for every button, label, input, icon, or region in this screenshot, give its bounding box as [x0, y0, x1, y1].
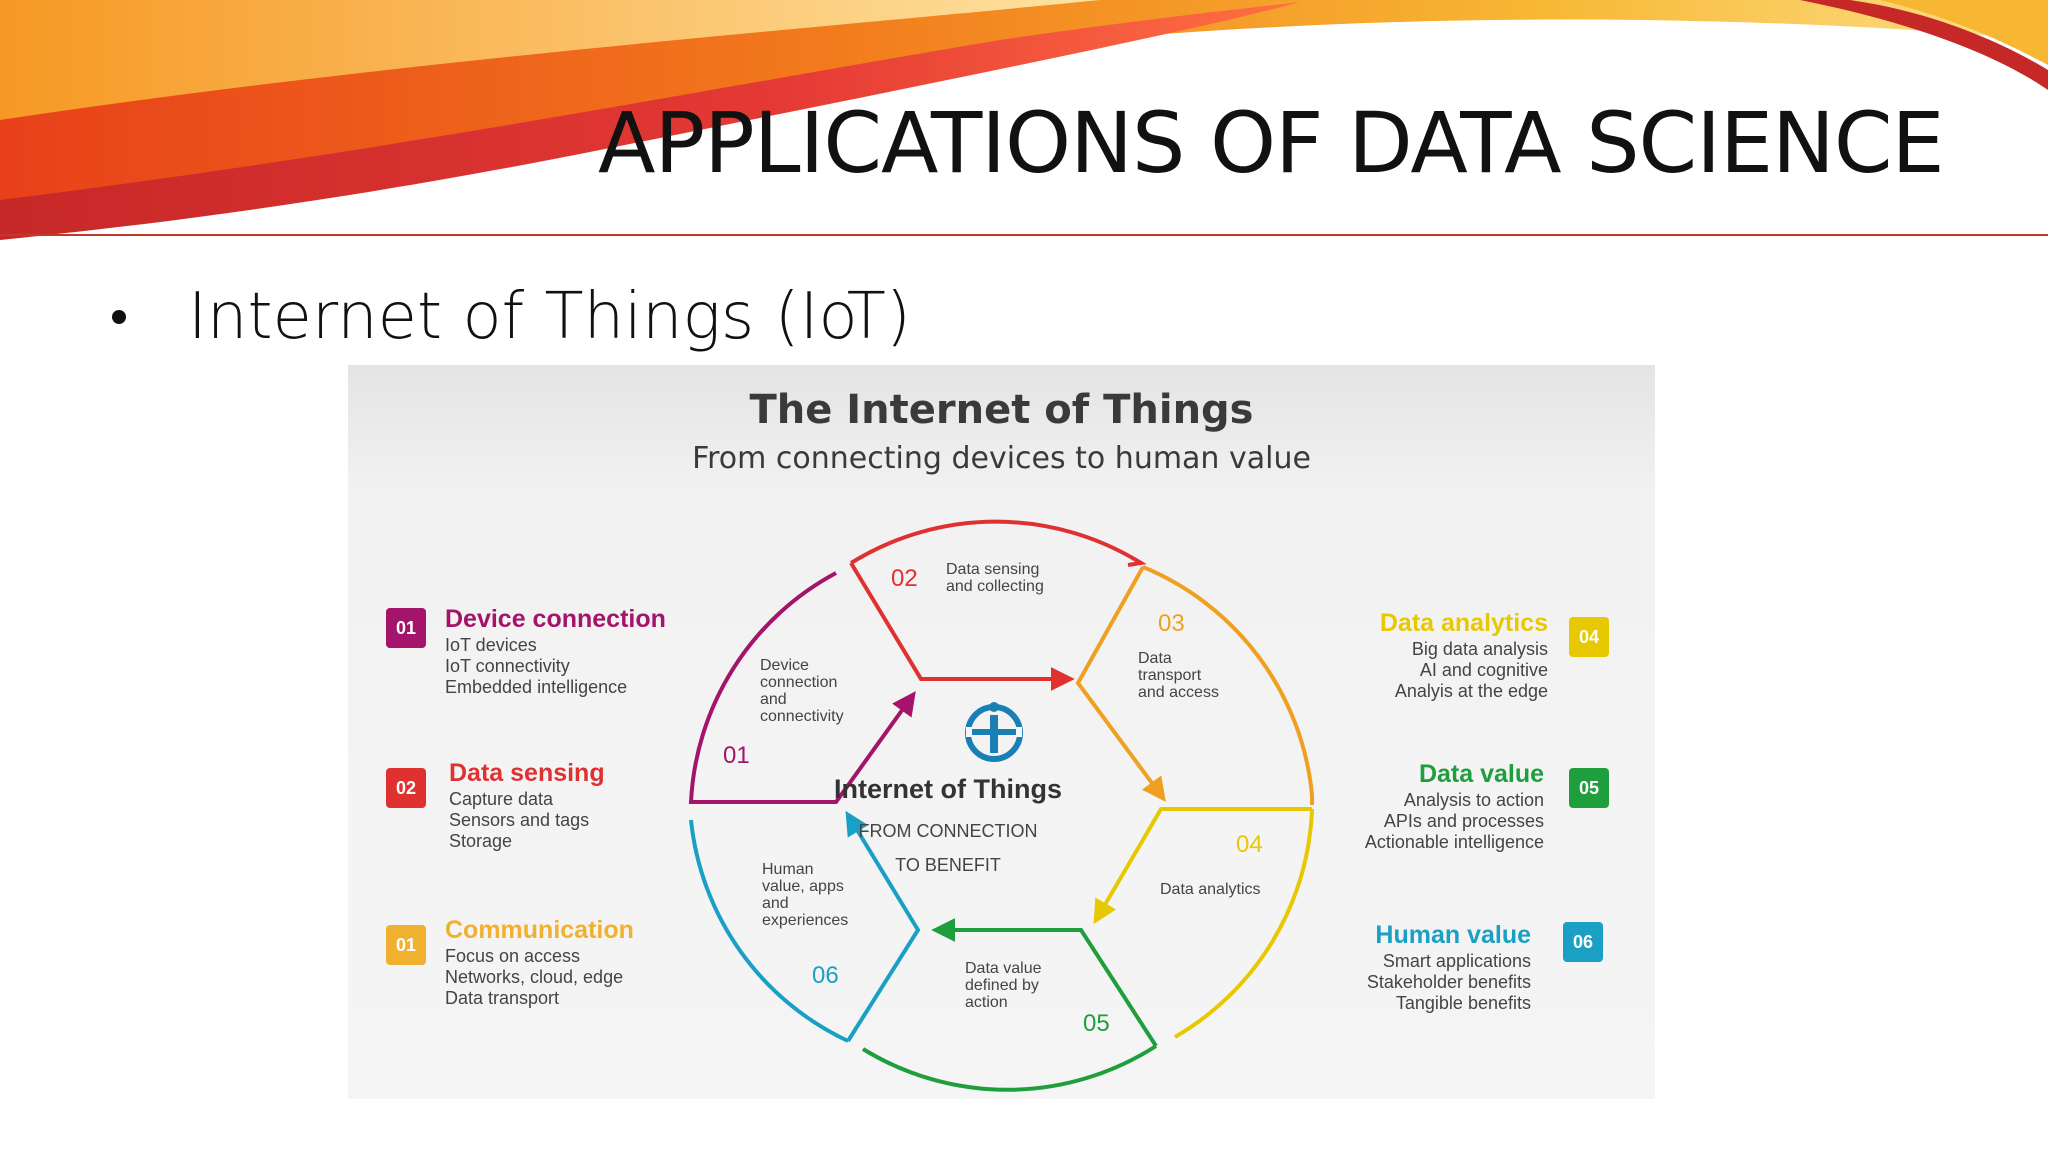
wheel-number: 05: [1083, 1010, 1110, 1037]
wheel-text: Device connection and connectivity: [760, 657, 844, 725]
item-line: Big data analysis: [1411, 639, 1548, 659]
item-line: Actionable intelligence: [1364, 832, 1544, 852]
wheel-text-line: action: [965, 994, 1008, 1011]
item-title: Human value: [1375, 921, 1531, 949]
wheel-text: Data value defined by action: [965, 960, 1042, 1011]
item-line: IoT connectivity: [445, 656, 570, 676]
item-title: Data analytics: [1379, 609, 1548, 637]
wheel-text-line: and collecting: [946, 578, 1044, 595]
item-line: Storage: [449, 831, 513, 851]
badge: 04: [1569, 617, 1609, 657]
wheel-segment-02: [849, 519, 1147, 567]
wheel-text-line: Data: [1138, 650, 1172, 667]
wheel-text-line: defined by: [965, 977, 1039, 994]
item-line: Smart applications: [1382, 951, 1531, 971]
center-line-2: TO BENEFIT: [895, 855, 1001, 875]
wheel-number: 04: [1236, 831, 1263, 858]
item-line: IoT devices: [445, 635, 537, 655]
diagram-subtitle: From connecting devices to human value: [692, 441, 1311, 476]
wheel-text-line: experiences: [762, 912, 849, 929]
wheel-segment-01: [688, 571, 916, 804]
wheel-segment-06: [689, 819, 849, 1043]
wheel-segment-05-inner: [931, 918, 1158, 1048]
wheel-segment-02-inner: [849, 561, 1075, 691]
bullet-text: Internet of Things (IoT): [188, 280, 911, 354]
wheel-text: Data sensing and collecting: [946, 561, 1044, 595]
wheel-segment-03-inner: [1075, 566, 1166, 802]
bullet-icon: [112, 310, 126, 324]
wheel-number: 03: [1158, 610, 1185, 637]
wheel-text: Human value, apps and experiences: [762, 861, 848, 929]
center-line-1: FROM CONNECTION: [858, 821, 1038, 841]
item-line: Focus on access: [445, 946, 581, 966]
diagram-title: The Internet of Things: [749, 387, 1254, 433]
wheel-number: 02: [891, 565, 918, 592]
wheel-text: Data analytics: [1160, 881, 1261, 898]
item-line: Sensors and tags: [449, 810, 590, 830]
badge: 06: [1563, 922, 1603, 962]
wheel-text-line: and: [760, 691, 787, 708]
wheel-text-line: transport: [1138, 667, 1202, 684]
wheel-text-line: and: [762, 895, 789, 912]
wheel-text-line: connection: [760, 674, 838, 691]
badge: 01: [386, 608, 426, 648]
item-line: AI and cognitive: [1419, 660, 1548, 680]
wheel-segment-03: [1142, 565, 1314, 805]
wheel-text: Data transport and access: [1138, 650, 1219, 701]
iot-diagram: The Internet of Things From connecting d…: [348, 365, 1655, 1099]
wheel-text-line: and access: [1138, 684, 1219, 701]
iot-logo-icon: [965, 702, 1023, 762]
item-line: Data transport: [445, 988, 560, 1008]
wheel-number: 06: [812, 962, 839, 989]
wheel-text-line: Data sensing: [946, 561, 1040, 578]
wheel-segment-05: [861, 1044, 1158, 1092]
item-line: Stakeholder benefits: [1366, 972, 1531, 992]
item-title: Data sensing: [449, 759, 605, 787]
badge: 02: [386, 768, 426, 808]
badge: 01: [386, 925, 426, 965]
wheel-segment-06-inner: [845, 810, 921, 1043]
item-line: Tangible benefits: [1395, 993, 1531, 1013]
item-title: Data value: [1418, 760, 1544, 788]
wheel-segment-04: [1173, 808, 1314, 1039]
bullet-item: Internet of Things (IoT): [112, 272, 911, 362]
wheel-text-line: connectivity: [760, 708, 844, 725]
wheel-text-line: Device: [760, 657, 809, 674]
wheel-text-line: value, apps: [762, 878, 844, 895]
item-title: Device connection: [445, 605, 666, 633]
badge: 05: [1569, 768, 1609, 808]
wheel-number: 01: [723, 742, 750, 769]
wheel-text-line: Human: [762, 861, 814, 878]
slide-title: APPLICATIONS OF DATA SCIENCE: [598, 94, 1945, 192]
item-line: Analysis to action: [1403, 790, 1544, 810]
item-line: Capture data: [449, 789, 554, 809]
center-title: Internet of Things: [834, 774, 1062, 804]
wheel-text-line: Data value: [965, 960, 1042, 977]
title-divider: [0, 234, 2048, 236]
wheel-text-line: Data analytics: [1160, 881, 1261, 898]
item-title: Communication: [445, 916, 634, 944]
iot-cycle-wheel: [688, 519, 1314, 1092]
item-line: Embedded intelligence: [445, 677, 628, 697]
item-line: APIs and processes: [1383, 811, 1544, 831]
item-line: Networks, cloud, edge: [445, 967, 624, 987]
title-decoration: [0, 0, 2048, 240]
item-line: Analyis at the edge: [1394, 681, 1548, 701]
wheel-segment-04-inner: [1093, 807, 1312, 925]
